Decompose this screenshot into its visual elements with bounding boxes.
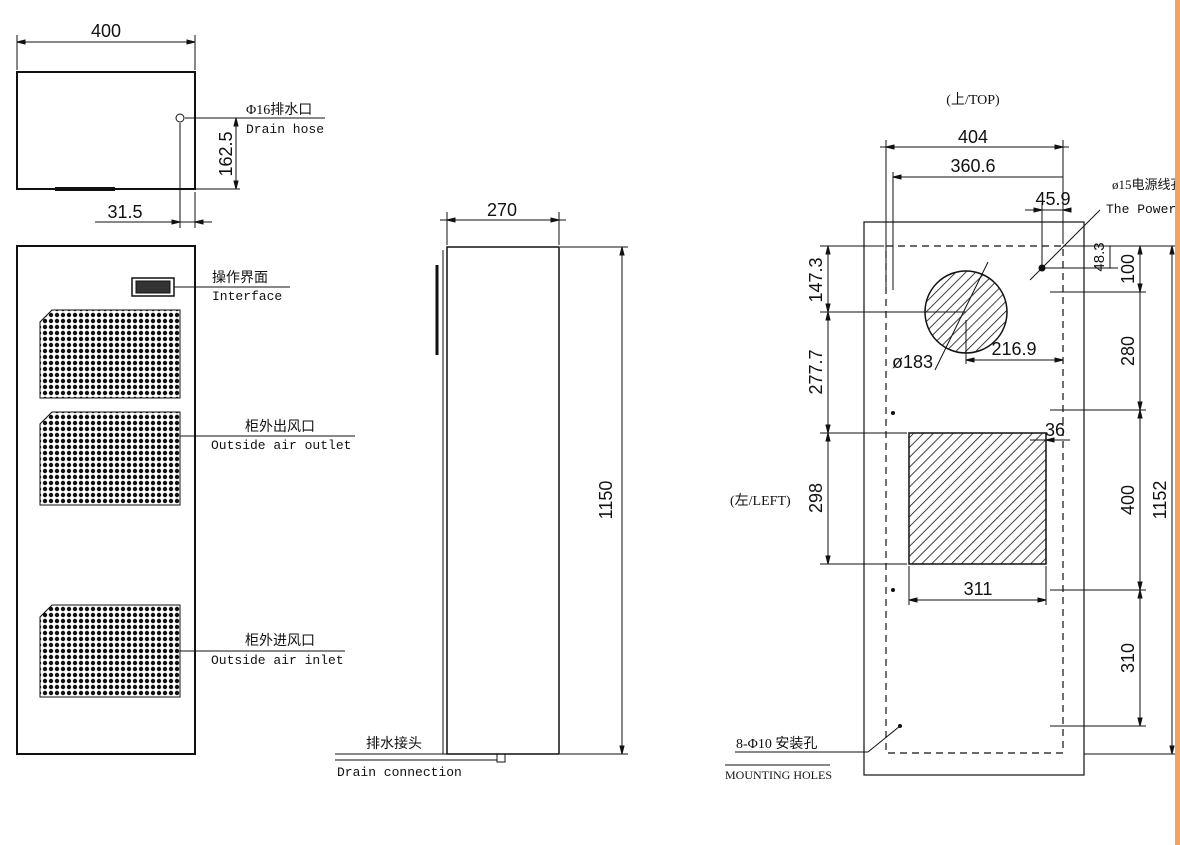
dim-310: 310 xyxy=(1118,643,1138,673)
interface-label-cn: 操作界面 xyxy=(212,270,268,286)
cutout-width-outer: 404 xyxy=(958,127,988,147)
top-width-dim: 400 xyxy=(91,21,121,41)
top-orientation-label: (上/TOP) xyxy=(946,92,1000,108)
mounting-holes-label-cn: 8-Φ10 安装孔 xyxy=(736,736,817,752)
side-depth-dim: 270 xyxy=(487,200,517,220)
power-v-dim: 48.3 xyxy=(1091,242,1108,271)
inlet-label-en: Outside air inlet xyxy=(211,653,344,668)
front-view xyxy=(16,245,355,755)
side-view xyxy=(335,212,628,763)
dim-216: 216.9 xyxy=(991,339,1036,359)
drain-hose-label-cn: Φ16排水口 xyxy=(246,102,312,118)
drain-connector xyxy=(496,753,506,763)
outlet-label-cn: 柜外出风口 xyxy=(245,419,315,435)
dim-36: 36 xyxy=(1045,420,1065,440)
power-hole-label-en: The Power xyxy=(1106,202,1176,217)
top-view-labels: 400 162.5 31.5 Φ16排水口 Drain hose xyxy=(91,21,324,222)
side-view-body xyxy=(446,246,560,755)
power-offset-dim: 45.9 xyxy=(1035,189,1070,209)
dim-100: 100 xyxy=(1118,254,1138,284)
drain-hose-label-en: Drain hose xyxy=(246,122,324,137)
cutout-view xyxy=(725,140,1180,776)
interface-label-en: Interface xyxy=(212,289,282,304)
inlet-label-cn: 柜外进风口 xyxy=(245,633,315,649)
top-height-dim: 162.5 xyxy=(216,131,236,176)
dim-298: 298 xyxy=(806,483,826,513)
power-hole-label-cn: ø15电源线孔 xyxy=(1112,177,1180,192)
drain-connection-label-en: Drain connection xyxy=(337,765,462,780)
dim-400: 400 xyxy=(1118,485,1138,515)
cutout-outer-frame xyxy=(863,221,1085,776)
left-orientation-label: (左/LEFT) xyxy=(730,493,791,509)
cutout-width-inner: 360.6 xyxy=(950,156,995,176)
dim-277: 277.7 xyxy=(806,349,826,394)
mounting-holes-label-en: MOUNTING HOLES xyxy=(725,768,832,782)
top-view-body xyxy=(16,71,196,190)
side-height-dim: 1150 xyxy=(596,481,616,520)
dim-280: 280 xyxy=(1118,336,1138,366)
cutout-view-labels: (上/TOP) (左/LEFT) 404 360.6 45.9 ø15电源线孔 … xyxy=(725,92,1180,782)
side-view-labels: 270 1150 排水接头 Drain connection xyxy=(337,200,616,780)
front-view-labels: 操作界面 Interface 柜外出风口 Outside air outlet … xyxy=(211,270,351,668)
dia-183: ø183 xyxy=(892,352,933,372)
drain-hose-hole xyxy=(175,113,185,123)
dim-311: 311 xyxy=(964,579,993,599)
outlet-grille-upper xyxy=(39,309,181,399)
air-hole-rect xyxy=(908,432,1047,565)
cutout-dashed-frame xyxy=(885,245,1064,754)
outlet-grille xyxy=(39,411,181,506)
dim-147: 147.3 xyxy=(806,257,826,302)
outlet-label-en: Outside air outlet xyxy=(211,438,351,453)
front-view-body xyxy=(16,245,196,755)
inlet-grille xyxy=(39,604,181,698)
accent-bar xyxy=(1175,0,1180,845)
dim-1152: 1152 xyxy=(1150,481,1170,520)
top-offset-dim: 31.5 xyxy=(107,202,142,222)
top-view xyxy=(16,35,325,228)
drain-connection-label-cn: 排水接头 xyxy=(366,735,422,752)
